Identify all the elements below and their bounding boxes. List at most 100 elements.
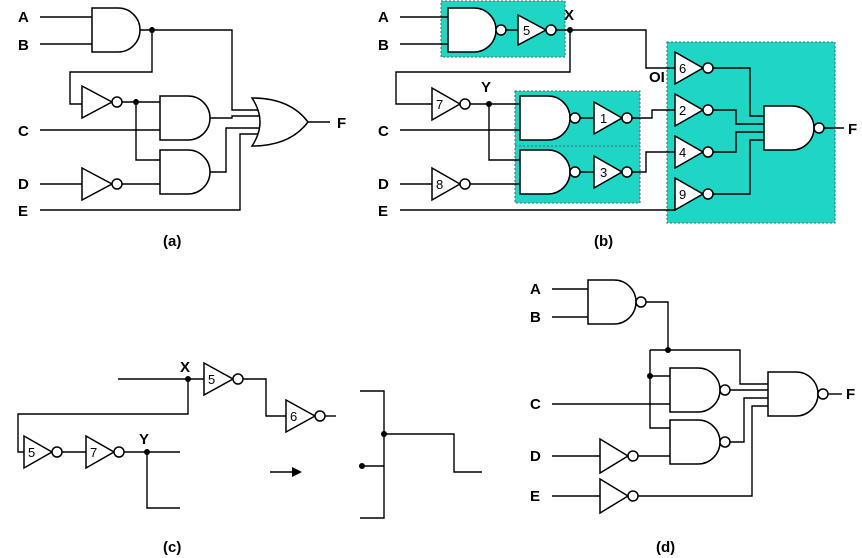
panel-a-input-d-label: D — [18, 176, 29, 193]
panel-b-inverter-7 — [431, 86, 462, 122]
panel-d-nand-gate-bottom — [669, 419, 721, 465]
panel-c-arrow-icon — [292, 467, 302, 477]
panel-b-inverter-3-bubble — [621, 166, 633, 178]
panel-a-input-c-label: C — [18, 123, 29, 140]
panel-c-node-y-label: Y — [139, 431, 149, 448]
panel-b-node-x-label: X — [564, 7, 574, 24]
panel-b-inverter-1 — [593, 100, 624, 136]
panel-b-wire-y-to-nand3 — [488, 104, 520, 161]
panel-b-wire-x-to-inv7 — [395, 30, 571, 105]
panel-b: A B C D E X Y OI F 5 7 1 — [378, 0, 857, 250]
panel-b-gate-7-number: 7 — [436, 97, 443, 112]
panel-d-wire-ab-to-final — [650, 349, 768, 385]
panel-b-inverter-9-bubble — [702, 188, 714, 200]
panel-b-nand-ab-bubble — [495, 24, 507, 36]
panel-b-inverter-2-bubble — [702, 104, 714, 116]
panel-b-inverter-6 — [674, 50, 705, 86]
panel-b-wire-ab — [400, 16, 448, 45]
panel-b-nand-final-bubble — [813, 122, 825, 134]
panel-b-gate-3-number: 3 — [600, 165, 607, 180]
panel-d-nand-top-bubble — [719, 384, 731, 396]
panel-c-wire-y-down — [146, 452, 180, 509]
panel-b-wire-9-out — [713, 139, 764, 195]
panel-a: A B C D E F (a) — [18, 7, 346, 250]
panel-b-wire-inv1-out — [632, 109, 675, 119]
panel-d-nand-final-bubble — [817, 388, 829, 400]
panel-c-gate-6-number: 6 — [290, 409, 297, 424]
panel-d-input-b-label: B — [530, 309, 541, 326]
panel-b-nand-gate-ab — [447, 7, 497, 53]
panel-c-gate-7-number: 7 — [90, 445, 97, 460]
panel-c-inverter-6-bubble — [314, 410, 326, 422]
panel-b-nand-gate-3 — [519, 149, 571, 195]
panel-b-inverter-5-bubble — [545, 24, 557, 36]
panel-a-inverter-top-bubble — [111, 96, 123, 108]
panel-c-result-right-wire — [384, 433, 482, 473]
panel-b-output-f-label: F — [848, 121, 857, 138]
panel-c-wire-5-to-6 — [243, 378, 286, 417]
panel-b-nand-gate-1 — [519, 95, 571, 141]
panel-b-inverter-8-bubble — [459, 178, 471, 190]
panel-b-gate-6-number: 6 — [679, 61, 686, 76]
panel-d-wire-ab-out — [646, 301, 669, 350]
panel-b-input-a-label: A — [378, 9, 389, 26]
panel-b-input-e-label: E — [378, 203, 388, 220]
panel-b-input-b-label: B — [378, 37, 389, 54]
panel-a-wire-and2-out — [210, 127, 262, 173]
panel-d-wire-note — [638, 405, 768, 497]
panel-b-input-c-label: C — [378, 123, 389, 140]
panel-c-wire-x-down — [17, 379, 189, 453]
panel-a-wire-e — [40, 133, 258, 211]
panel-b-inverter-7-bubble — [459, 98, 471, 110]
panel-b-wire-2-out — [713, 109, 764, 125]
panel-d-nand-bottom-bubble — [719, 436, 731, 448]
panel-d-input-e-label: E — [530, 488, 540, 505]
panel-b-gate-5-number: 5 — [523, 23, 530, 38]
panel-d-caption: (d) — [656, 539, 675, 556]
panel-d-inverter-d — [599, 437, 630, 475]
panel-b-gate-1-number: 1 — [600, 111, 607, 126]
panel-a-wire-and1-out — [210, 115, 262, 119]
panel-b-inverter-3 — [593, 154, 624, 190]
panel-a-output-f-label: F — [337, 115, 346, 132]
panel-d-inverter-e — [599, 477, 630, 515]
panel-d: A B C D E F — [530, 279, 855, 556]
panel-a-input-b-label: B — [18, 37, 29, 54]
panel-b-inverter-1-bubble — [621, 112, 633, 124]
panel-b-inverter-9 — [674, 176, 705, 212]
panel-b-wire-x — [556, 29, 675, 69]
panel-c: X Y 5 6 5 7 (c) — [17, 359, 482, 556]
panel-c-inverter-5-top — [203, 361, 235, 397]
panel-b-wire-6-out — [713, 67, 764, 117]
panel-d-wire-ab-to-nand-low — [649, 350, 670, 429]
panel-a-inverter-d-bubble — [111, 178, 123, 190]
panel-d-input-d-label: D — [530, 448, 541, 465]
panel-c-inverter-5-bottom-bubble — [51, 446, 63, 458]
panel-b-wire-inv3-out — [632, 151, 675, 173]
panel-d-nand-gate-final — [767, 371, 819, 417]
panel-b-gate-2-number: 2 — [679, 103, 686, 118]
panel-b-wire-4-out — [713, 131, 764, 153]
panel-a-inverter-d — [81, 166, 114, 202]
panel-b-inverter-6-bubble — [702, 62, 714, 74]
panel-c-inverter-5-bottom — [23, 434, 54, 470]
panel-c-result-junction-left — [359, 463, 365, 469]
panel-c-gate-5-top-number: 5 — [208, 372, 215, 387]
panel-d-output-f-label: F — [846, 386, 855, 403]
panel-c-node-x-label: X — [180, 359, 190, 376]
panel-d-inverter-e-bubble — [627, 490, 639, 502]
panel-c-caption: (c) — [163, 539, 181, 556]
panel-b-input-d-label: D — [378, 176, 389, 193]
panel-c-inverter-6 — [285, 398, 317, 434]
panel-b-inverter-2 — [674, 92, 705, 128]
panel-d-nand-gate-ab — [587, 279, 637, 325]
panel-b-gate-8-number: 8 — [436, 177, 443, 192]
panel-d-input-c-label: C — [530, 396, 541, 413]
panel-a-input-e-label: E — [18, 203, 28, 220]
panel-a-wire-ab — [40, 16, 92, 45]
panel-b-gate-9-number: 9 — [679, 187, 686, 202]
panel-d-wire-ab — [552, 288, 588, 318]
panel-b-inverter-4-bubble — [702, 146, 714, 158]
